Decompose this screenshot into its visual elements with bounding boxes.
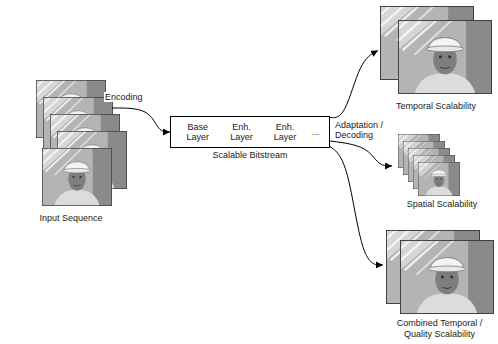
edge-label: Encoding <box>104 92 144 102</box>
layer-label: Enh. Layer <box>224 122 258 142</box>
spatial-frames <box>398 134 460 196</box>
layer-label: Enh. Layer <box>268 122 302 142</box>
bitstream-box: Base LayerEnh. LayerEnh. Layer...Scalabl… <box>170 116 330 148</box>
layer-label: ... <box>312 127 320 137</box>
frame-group: Spatial Scalability <box>392 130 492 210</box>
node-caption: Spatial Scalability <box>407 199 478 210</box>
combined-frames <box>386 230 494 314</box>
video-frame <box>418 162 460 196</box>
node-caption: Combined Temporal / Quality Scalability <box>392 318 487 340</box>
layer-label: Base Layer <box>181 122 215 142</box>
temporal-frames <box>380 6 492 94</box>
flow-arrow <box>330 50 378 117</box>
video-frame <box>398 20 492 94</box>
frame-group: Combined Temporal / Quality Scalability <box>383 228 496 340</box>
node-caption: Temporal Scalability <box>396 101 476 112</box>
video-frame <box>42 148 112 206</box>
frame-group: Input Sequence <box>30 72 112 224</box>
flow-arrow <box>112 108 170 132</box>
edge-label: Adaptation / Decoding <box>334 120 396 140</box>
frame-group: Temporal Scalability <box>378 4 494 112</box>
flow-arrow <box>330 141 392 166</box>
flow-arrow <box>330 146 383 265</box>
video-frame <box>400 240 494 314</box>
node-caption: Input Sequence <box>39 213 102 224</box>
node-caption: Scalable Bitstream <box>212 150 287 161</box>
